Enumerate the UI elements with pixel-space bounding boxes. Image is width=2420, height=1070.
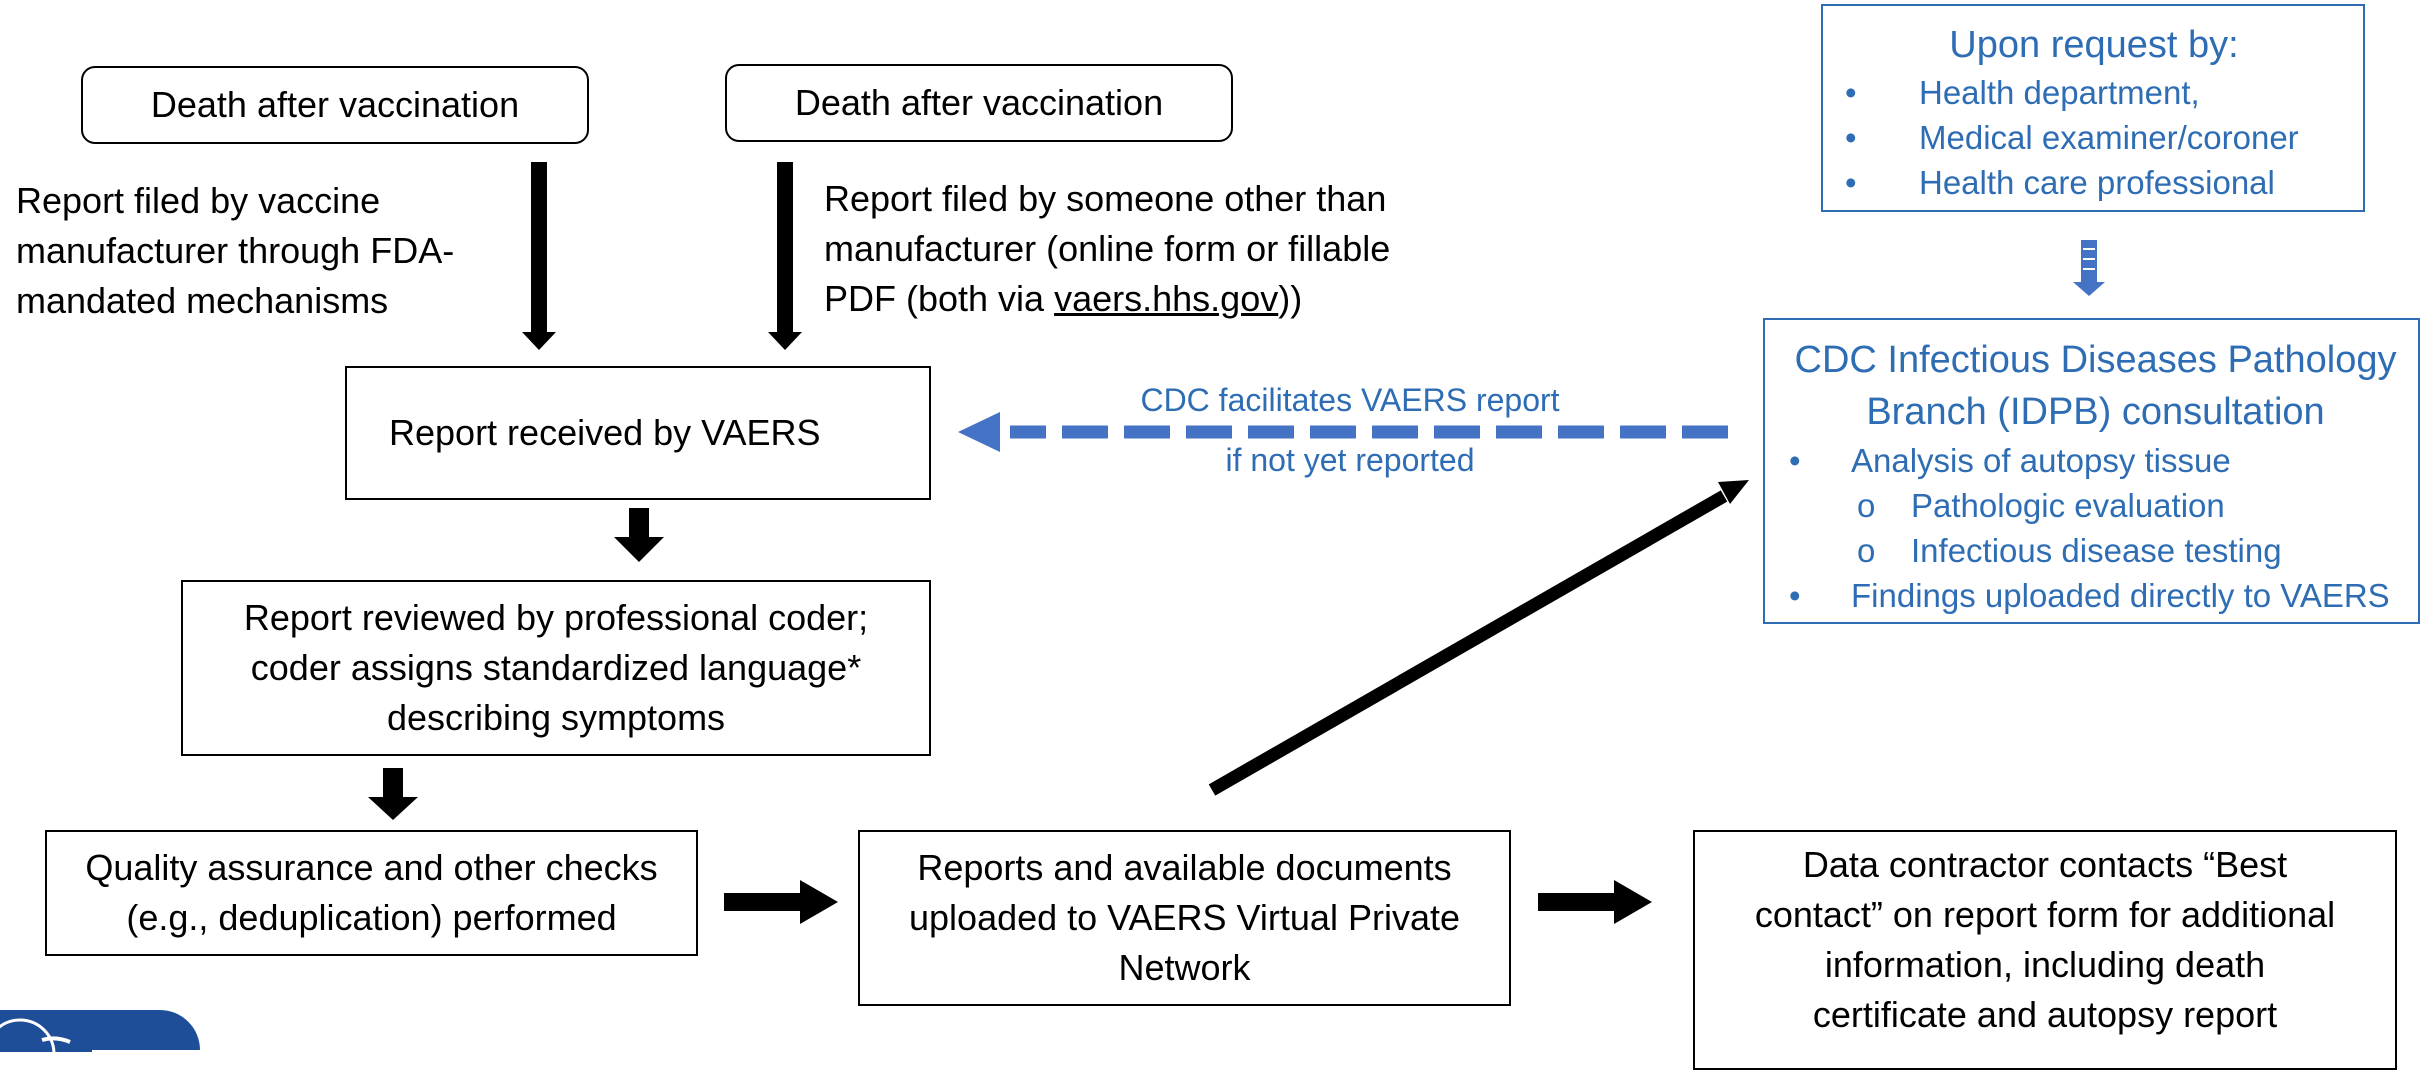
- other-line-3: PDF (both via vaers.hhs.gov)): [824, 274, 1524, 324]
- other-line-3-prefix: PDF (both via: [824, 278, 1055, 319]
- arrow-down-left: [522, 162, 556, 350]
- contractor-line-1: Data contractor contacts “Best: [1802, 844, 2288, 885]
- idpb-subitem-label: Infectious disease testing: [1911, 532, 2282, 569]
- report-received-label: Report received by VAERS: [389, 412, 821, 453]
- manufacturer-line-3: mandated mechanisms: [16, 280, 389, 321]
- request-item: • Medical examiner/coroner: [1835, 115, 2353, 160]
- idpb-item-label: Analysis of autopsy tissue: [1851, 442, 2231, 479]
- contractor-line-4: certificate and autopsy report: [1812, 994, 2278, 1035]
- upon-request-title: Upon request by:: [1949, 24, 2239, 66]
- idpb-title-line-1: CDC Infectious Diseases Pathology: [1794, 339, 2397, 381]
- cdc-facilitates-line-2: if not yet reported: [1225, 442, 1475, 478]
- bullet-icon: •: [1845, 119, 1857, 156]
- upload-vpn-box: Reports and available documents uploaded…: [858, 830, 1511, 1006]
- idpb-item: • Analysis of autopsy tissue: [1773, 438, 2418, 483]
- arrow-right-upload: [1538, 880, 1652, 924]
- upload-line-1: Reports and available documents: [917, 847, 1452, 888]
- cdc-facilitates-label-2: if not yet reported: [1090, 438, 1610, 482]
- idpb-consultation-box: CDC Infectious Diseases Pathology Branch…: [1763, 318, 2420, 624]
- coder-line-2: coder assigns standardized language*: [250, 647, 862, 688]
- cdc-facilitates-label: CDC facilitates VAERS report: [1090, 378, 1610, 422]
- manufacturer-line-1: Report filed by vaccine: [16, 180, 381, 221]
- other-report-text: Report filed by someone other than manuf…: [824, 174, 1524, 324]
- coder-line-3: describing symptoms: [386, 697, 726, 738]
- arrow-right-qa: [724, 880, 838, 924]
- manufacturer-line-2: manufacturer through FDA-: [16, 230, 455, 271]
- cdc-facilitates-line-1: CDC facilitates VAERS report: [1140, 382, 1560, 418]
- request-item-label: Medical examiner/coroner: [1919, 119, 2299, 156]
- contractor-line-3: information, including death: [1824, 944, 2266, 985]
- sub-bullet-icon: o: [1857, 487, 1876, 524]
- qa-line-1: Quality assurance and other checks: [85, 847, 658, 888]
- bullet-icon: •: [1789, 577, 1801, 614]
- bullet-icon: •: [1845, 74, 1857, 111]
- arrow-diagonal-idpb: [1208, 480, 1749, 796]
- coder-review-box: Report reviewed by professional coder; c…: [181, 580, 931, 756]
- request-item: • Health department,: [1835, 70, 2353, 115]
- idpb-subitem: o Pathologic evaluation: [1773, 483, 2418, 528]
- death-left-label: Death after vaccination: [150, 84, 520, 125]
- qa-line-2: (e.g., deduplication) performed: [126, 897, 617, 938]
- idpb-subitem: o Infectious disease testing: [1773, 528, 2418, 573]
- upon-request-list: • Health department, • Medical examiner/co…: [1835, 70, 2353, 205]
- other-line-1: Report filed by someone other than: [824, 178, 1387, 219]
- request-item-label: Health care professional: [1919, 164, 2275, 201]
- arrow-down-request: [2073, 240, 2105, 296]
- idpb-item: • Findings uploaded directly to VAERS: [1773, 573, 2418, 618]
- seal-icon: [0, 1018, 200, 1052]
- vaers-link[interactable]: vaers.hhs.gov: [1054, 278, 1279, 319]
- arrow-dashed-cdc: [958, 412, 1728, 452]
- contractor-line-2: contact” on report form for additional: [1754, 894, 2336, 935]
- death-middle-label: Death after vaccination: [794, 82, 1164, 123]
- bullet-icon: •: [1845, 164, 1857, 201]
- upon-request-box: Upon request by: • Health department, • Me…: [1821, 4, 2365, 212]
- idpb-title-line-2: Branch (IDPB) consultation: [1866, 391, 2325, 433]
- other-line-3-suffix: )): [1278, 278, 1303, 319]
- death-after-vaccination-middle: Death after vaccination: [725, 64, 1233, 142]
- idpb-item-label: Findings uploaded directly to VAERS: [1851, 577, 2390, 614]
- data-contractor-box: Data contractor contacts “Best contact” …: [1693, 830, 2397, 1070]
- request-item: • Health care professional: [1835, 160, 2353, 205]
- coder-line-1: Report reviewed by professional coder;: [243, 597, 869, 638]
- death-after-vaccination-left: Death after vaccination: [81, 66, 589, 144]
- other-line-2: manufacturer (online form or fillable: [824, 228, 1391, 269]
- arrow-down-coder: [368, 768, 418, 820]
- upload-line-3: Network: [1118, 947, 1251, 988]
- upload-line-2: uploaded to VAERS Virtual Private: [909, 897, 1460, 938]
- quality-assurance-box: Quality assurance and other checks (e.g.…: [45, 830, 698, 956]
- arrow-down-middle: [768, 162, 802, 350]
- bullet-icon: •: [1789, 442, 1801, 479]
- request-item-label: Health department,: [1919, 74, 2200, 111]
- sub-bullet-icon: o: [1857, 532, 1876, 569]
- hhs-logo: [0, 1010, 200, 1052]
- manufacturer-report-text: Report filed by vaccine manufacturer thr…: [16, 176, 516, 326]
- report-received-box: Report received by VAERS: [345, 366, 931, 500]
- idpb-subitem-label: Pathologic evaluation: [1911, 487, 2225, 524]
- arrow-down-vaers: [614, 508, 664, 562]
- idpb-list: • Analysis of autopsy tissue o Pathologic …: [1773, 438, 2418, 618]
